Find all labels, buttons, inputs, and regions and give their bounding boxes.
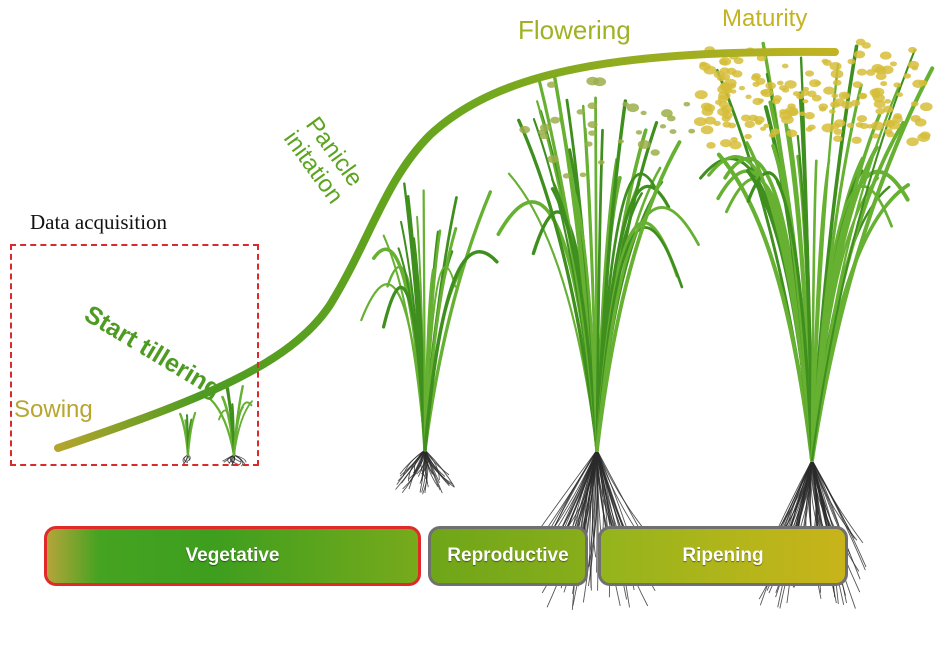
rice-plants-group — [179, 38, 935, 610]
rice-plant-panicle-initiation — [360, 182, 499, 495]
rice-plant-flowering-roots — [537, 449, 656, 610]
phase-vegetative: Vegetative — [44, 526, 421, 586]
data-acquisition-box — [10, 244, 259, 466]
phase-vegetative-label: Vegetative — [185, 545, 280, 566]
rice-plant-flowering-panicles — [519, 76, 696, 179]
rice-plant-maturity — [693, 38, 935, 609]
stage-label-sowing: Sowing — [14, 396, 93, 423]
data-acquisition-label: Data acquisition — [30, 210, 168, 234]
rice-plant-panicle-initiation-roots — [395, 449, 455, 495]
rice-plant-flowering — [496, 75, 700, 610]
stage-label-maturity: Maturity — [722, 5, 808, 32]
phase-ripening: Ripening — [598, 526, 848, 586]
stage-label-flowering: Flowering — [518, 15, 631, 45]
growth-curve — [54, 47, 839, 452]
phase-reproductive-label: Reproductive — [447, 545, 569, 566]
phase-reproductive: Reproductive — [428, 526, 588, 586]
phase-ripening-label: Ripening — [682, 545, 764, 566]
rice-plant-seedling — [179, 411, 197, 465]
rice-plant-maturity-panicles — [693, 38, 933, 150]
